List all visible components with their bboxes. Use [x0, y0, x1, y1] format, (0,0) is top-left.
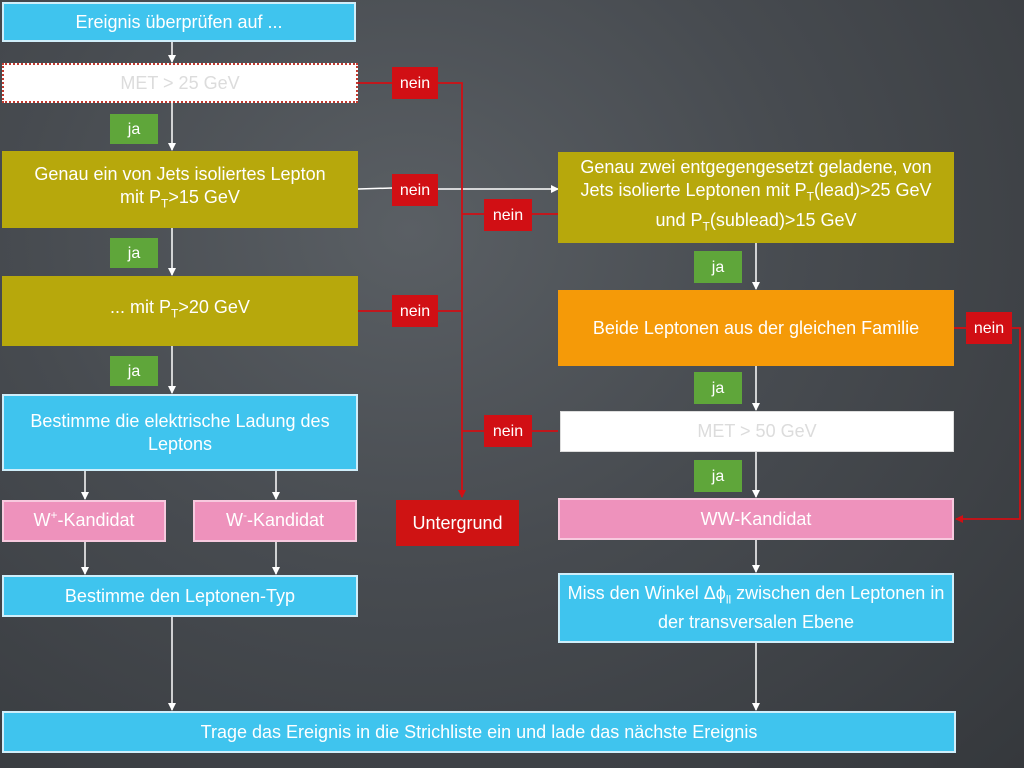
final-step: Trage das Ereignis in die Strichliste ei…: [2, 711, 956, 753]
same-family-condition: Beide Leptonen aus der gleichen Familie: [558, 290, 954, 366]
one-lepton-condition: Genau ein von Jets isoliertes Lepton mit…: [2, 151, 358, 228]
no-label-two-leptons: nein: [484, 199, 532, 231]
ww-candidate: WW-Kandidat: [558, 498, 954, 540]
yes-label-3: ja: [110, 356, 158, 386]
red-line-met25-trunk: [438, 82, 466, 498]
wminus-candidate: W--Kandidat: [193, 500, 357, 542]
no-label-met50: nein: [484, 415, 532, 447]
start-box: Ereignis überprüfen auf ...: [2, 2, 356, 42]
wplus-candidate: W+-Kandidat: [2, 500, 166, 542]
two-leptons-condition: Genau zwei entgegengesetzt geladene, von…: [558, 152, 954, 243]
met50-condition: MET > 50 GeV: [560, 411, 954, 452]
yes-label-1: ja: [110, 114, 158, 144]
two-leptons-text: Genau zwei entgegengesetzt geladene, von…: [580, 157, 932, 234]
angle-step: Miss den Winkel Δϕll zwischen den Lepton…: [558, 573, 954, 643]
red-line-family-ww: [955, 327, 1021, 523]
charge-step: Bestimme die elektrische Ladung des Lept…: [2, 394, 358, 471]
wplus-text: W+-Kandidat: [33, 508, 135, 530]
yes-label-6: ja: [694, 460, 742, 492]
wminus-text: W--Kandidat: [225, 508, 325, 530]
one-lepton-text: Genau ein von Jets isoliertes Lepton mit…: [34, 164, 326, 211]
lepton-type-step: Bestimme den Leptonen-Typ: [2, 575, 358, 617]
arrow-lepton-nein: [357, 187, 393, 190]
background-result: Untergrund: [396, 500, 519, 546]
met25-condition: MET > 25 GeV: [2, 63, 358, 103]
no-label-met25: nein: [392, 67, 438, 99]
yes-label-4: ja: [694, 251, 742, 283]
yes-label-2: ja: [110, 238, 158, 268]
angle-text: Miss den Winkel Δϕll zwischen den Lepton…: [567, 582, 945, 633]
no-label-pt20: nein: [392, 295, 438, 327]
yes-label-5: ja: [694, 372, 742, 404]
no-label-one-lepton: nein: [392, 174, 438, 206]
pt20-text: ... mit PT>20 GeV: [110, 297, 250, 321]
no-label-family: nein: [966, 312, 1012, 344]
pt20-condition: ... mit PT>20 GeV: [2, 276, 358, 346]
